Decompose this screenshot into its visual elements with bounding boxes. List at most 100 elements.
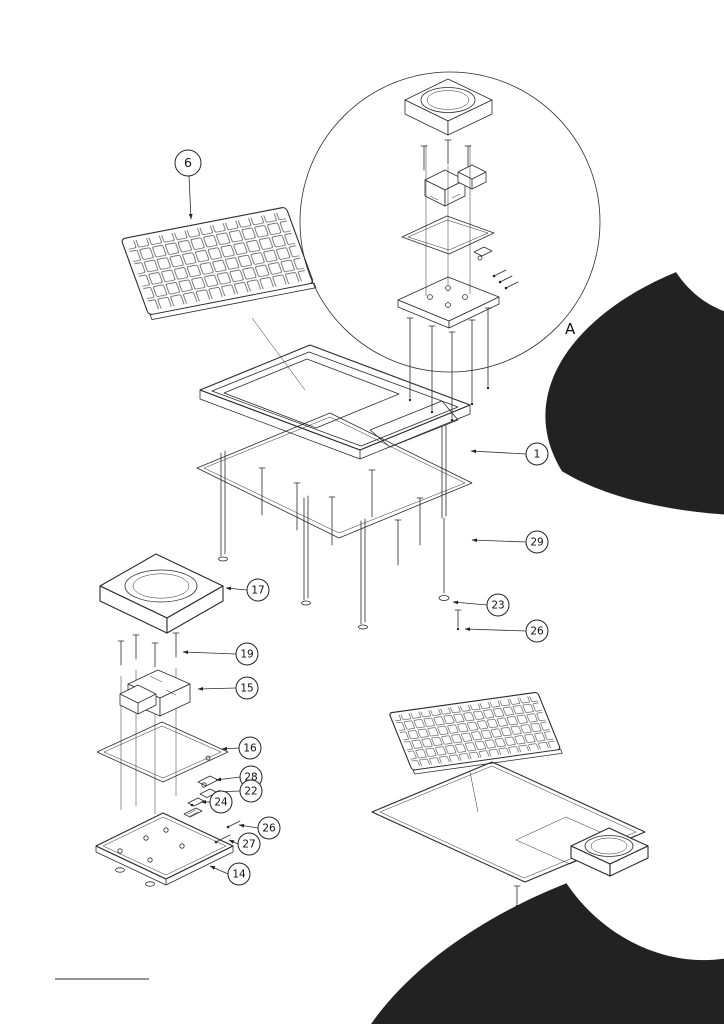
screw-tip — [430, 410, 434, 414]
desk-top-inner-rim — [211, 351, 459, 447]
tray-inner-line — [379, 765, 637, 879]
tray-hole — [179, 843, 185, 849]
svg-text:1: 1 — [534, 449, 541, 461]
leg-lines — [220, 424, 447, 625]
charger-ring-outer — [584, 835, 634, 857]
callout-26-left: 26 — [238, 816, 281, 840]
svg-text:19: 19 — [240, 649, 253, 661]
foot-screw — [454, 609, 462, 628]
svg-text:16: 16 — [243, 743, 257, 755]
desk-top-outer — [199, 344, 471, 451]
detail-view-a: A — [299, 71, 724, 516]
tray-screw — [513, 885, 521, 905]
assembly-screws-top — [120, 632, 177, 668]
long-screw-shafts — [409, 307, 489, 419]
screw-head-dot — [226, 825, 230, 829]
box-ring-outer — [420, 87, 476, 113]
screw-head-dot — [492, 274, 496, 278]
tray-screw-tip — [515, 904, 519, 908]
desk-legs — [218, 424, 462, 631]
charger-box-left — [99, 553, 724, 1024]
detail-circle — [299, 71, 601, 373]
callout-19: 19 — [182, 642, 259, 666]
detail-charger-box — [404, 78, 724, 516]
charger-ring-outer — [124, 569, 198, 603]
screw-head-dot — [498, 280, 502, 284]
assembly-guide-lines — [120, 668, 177, 814]
foot-screw-tip — [456, 627, 460, 631]
desk-frame — [199, 344, 471, 631]
screw-tip — [486, 386, 490, 390]
svg-text:14: 14 — [232, 869, 246, 881]
wireframe-inner — [103, 725, 222, 779]
desk-side-faces — [199, 389, 471, 460]
lever-part — [197, 775, 219, 787]
callout-16: 16 — [221, 736, 262, 760]
charger-right-face — [166, 585, 224, 634]
tray-hole — [147, 857, 153, 863]
keyboard-top-left — [121, 207, 317, 391]
charger-right-face — [609, 845, 649, 877]
callout-27: 27 — [228, 832, 261, 856]
svg-text:27: 27 — [242, 839, 255, 851]
fist-logo-icon — [334, 853, 724, 1024]
detail-mechanism — [424, 164, 487, 207]
callout-14: 14 — [209, 862, 251, 886]
wireframe-outer — [96, 721, 229, 783]
detail-long-screws — [406, 307, 492, 422]
tray-foot — [145, 881, 155, 887]
bracket-dot — [190, 803, 194, 807]
keyboard-side-edge — [149, 282, 317, 320]
leg-foot — [301, 600, 311, 606]
mech-detail — [149, 675, 177, 696]
plate-hole — [462, 294, 468, 300]
svg-text:23: 23 — [491, 600, 504, 612]
keyboard-bottom-right — [389, 691, 563, 813]
glass-panel-inner-line — [203, 416, 466, 534]
assembly-mechanism — [119, 669, 191, 717]
screw-27 — [215, 834, 231, 843]
mount-screw-heads — [258, 467, 424, 521]
callout-29: 29 — [471, 530, 549, 554]
mech-cube-side — [444, 179, 466, 207]
assembly-construction-line — [469, 771, 479, 813]
detail-screws-top — [423, 139, 469, 171]
charger-ring-inner — [590, 837, 628, 855]
assembly-small-parts — [183, 775, 219, 818]
wireframe-inner — [407, 219, 489, 251]
callout-17: 17 — [225, 578, 270, 602]
base-assembly-exploded — [95, 632, 241, 887]
screw-tip — [408, 398, 412, 402]
mech-side — [159, 683, 191, 717]
detail-screw-heads-top — [420, 139, 472, 147]
wireframe-tab — [205, 755, 211, 761]
assembly-screw-heads — [117, 632, 180, 644]
plate-hole — [445, 302, 451, 308]
tray-foot — [115, 867, 125, 873]
svg-text:26: 26 — [262, 823, 276, 835]
clip-part — [183, 807, 203, 818]
keyboard-keys — [126, 211, 309, 311]
svg-text:22: 22 — [244, 786, 257, 798]
svg-text:6: 6 — [184, 155, 192, 170]
bracket-hole — [477, 255, 483, 261]
clip-hatch — [187, 809, 199, 817]
svg-text:29: 29 — [530, 537, 543, 549]
tray-inner — [102, 816, 227, 876]
desk-mount-screws — [258, 467, 424, 566]
adjustable-foot — [438, 595, 450, 601]
callout-24: 24 — [200, 790, 233, 814]
tray-bottom-right — [371, 761, 649, 908]
svg-text:17: 17 — [251, 585, 264, 597]
lever-hole — [201, 782, 207, 788]
box-right-face — [447, 99, 493, 136]
assembly-base-tray — [95, 812, 234, 887]
mech-small-cube — [119, 684, 157, 715]
bracket-part — [473, 246, 493, 257]
tray-hole — [163, 827, 169, 833]
detail-bracket-screws — [473, 246, 519, 290]
charger-box-bottom — [570, 827, 649, 877]
callout-26-right: 26 — [464, 619, 549, 643]
